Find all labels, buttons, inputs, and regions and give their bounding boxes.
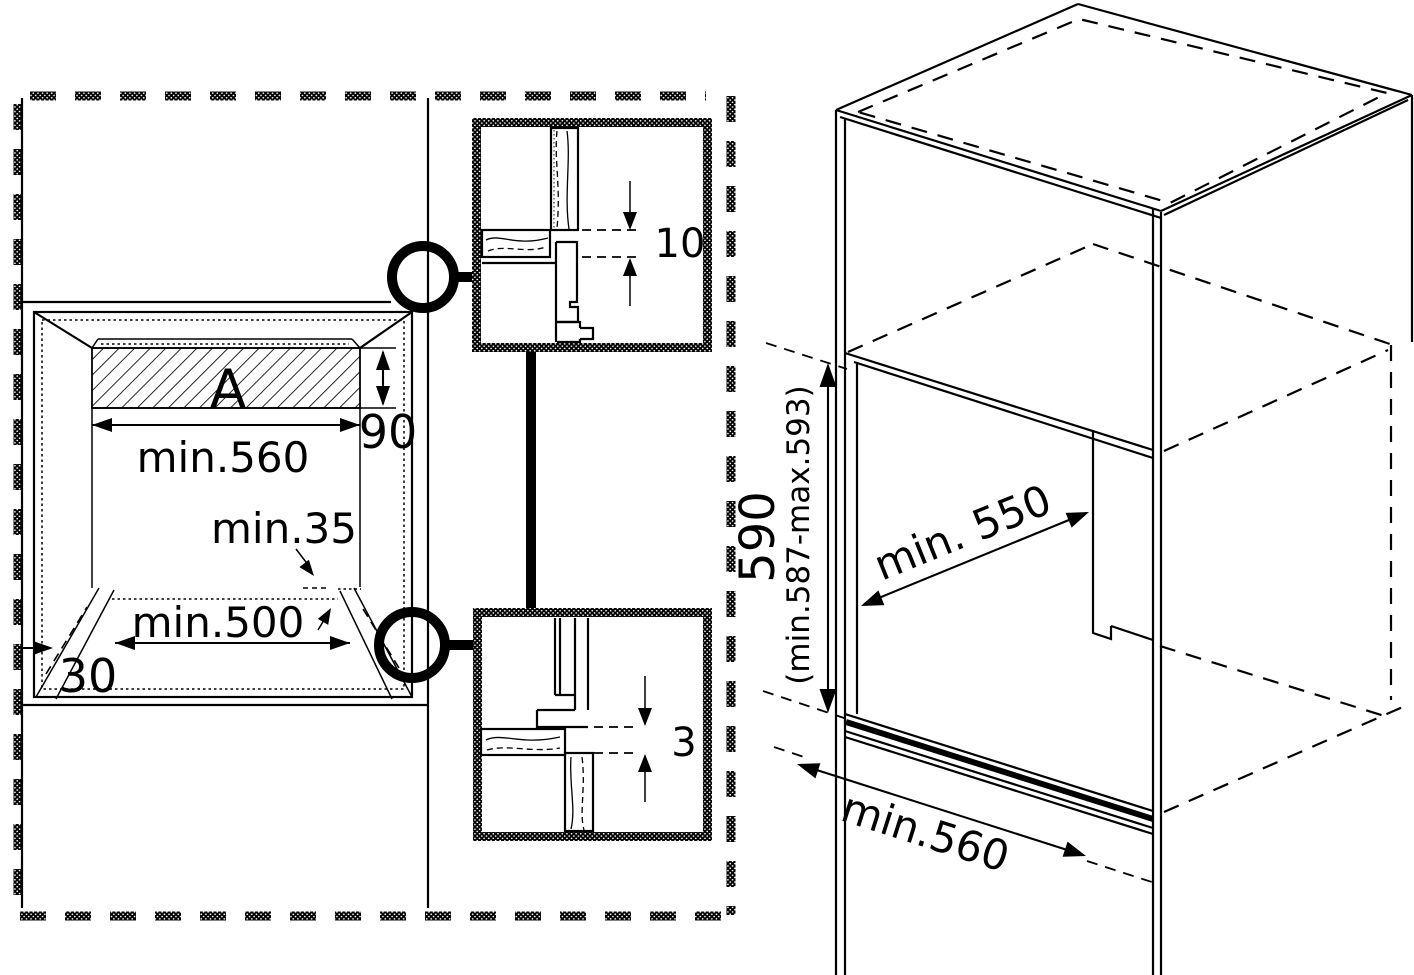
- dim-bottom-width: min.500: [115, 598, 350, 650]
- dim-recess-depth: 90: [359, 350, 418, 459]
- left-installation-panel: A min.560: [13, 91, 736, 921]
- detail-callouts: [374, 241, 536, 683]
- dim-recess-depth-label: 90: [359, 405, 418, 459]
- detail-section-top: 10: [472, 118, 712, 352]
- dim-bottom-width-label: min.500: [132, 598, 305, 647]
- dim-niche-width: min.560: [773, 746, 1159, 885]
- dim-niche-height: 590 (min.587-max.593): [730, 342, 848, 720]
- dim-top-gap-label: 10: [655, 221, 706, 267]
- dim-rear-clearance-label: min.35: [211, 504, 357, 553]
- dim-bottom-gap-label: 3: [671, 720, 696, 766]
- detail-section-bottom: 3: [473, 608, 712, 841]
- cabinet-edges: [834, 2, 1414, 975]
- dim-side-gap: 30: [18, 641, 117, 703]
- dim-niche-depth-label: min. 550: [867, 475, 1058, 590]
- dim-rear-clearance: min.35: [211, 504, 357, 631]
- dim-niche-height-range-label: (min.587-max.593): [781, 385, 817, 684]
- dim-plan-width: min.560: [92, 418, 360, 482]
- dim-side-gap-label: 30: [59, 649, 118, 703]
- cutout-plan-view: A: [32, 310, 414, 700]
- cabinet-isometric-view: 590 (min.587-max.593) min. 550 min.560: [730, 2, 1414, 975]
- callout-circle-top: [387, 241, 459, 313]
- hidden-edges: [847, 17, 1406, 814]
- panel-frame-lines: [20, 98, 430, 908]
- recess-label: A: [210, 358, 247, 421]
- oven-bottom-profile: [535, 618, 590, 729]
- dim-plan-width-label: min.560: [137, 433, 310, 482]
- dim-niche-width-label: min.560: [836, 783, 1015, 882]
- dim-niche-height-label: 590: [730, 491, 786, 583]
- corner-strip-left: [35, 587, 115, 700]
- dim-niche-depth: min. 550: [861, 475, 1089, 606]
- panel-dashed-border: [13, 91, 736, 921]
- oven-top-profile: [554, 240, 595, 344]
